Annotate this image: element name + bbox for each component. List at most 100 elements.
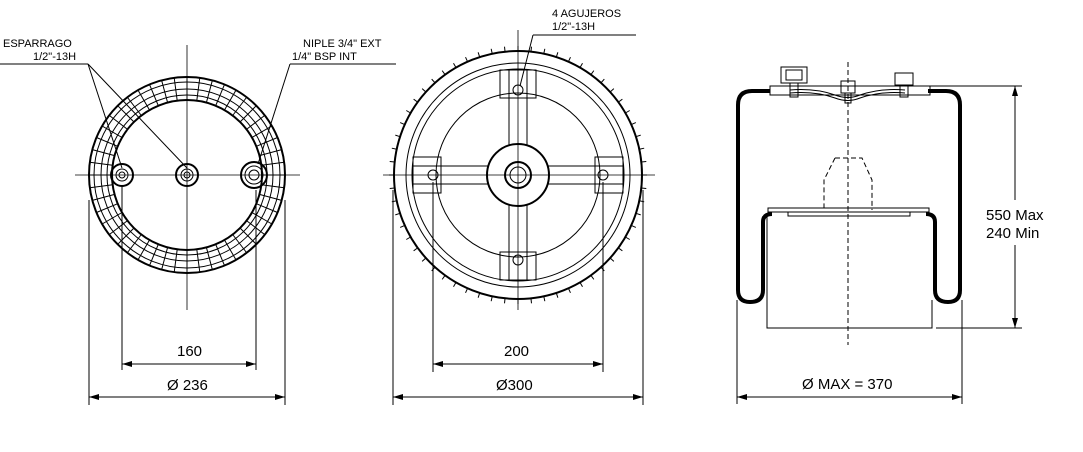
rib (391, 147, 397, 150)
rib (101, 212, 123, 225)
rib (641, 187, 647, 189)
rib (441, 275, 446, 280)
rib (639, 147, 645, 150)
rib (232, 234, 248, 254)
rib (625, 236, 630, 240)
rib (224, 239, 237, 261)
rib (108, 114, 128, 130)
piston-ribs (389, 46, 647, 304)
rib (421, 257, 427, 262)
dim-spacing-160: 160 (177, 343, 202, 360)
rib (389, 161, 395, 163)
side-view: 550 Max 240 Min Ø MAX = 370 (736, 62, 1044, 404)
air-fitting (240, 161, 268, 189)
rib (413, 98, 418, 103)
fitting-spec: 1/4" BSP INT (292, 51, 357, 63)
rib (173, 249, 178, 273)
rib (618, 98, 623, 103)
rib (161, 247, 169, 270)
rib (89, 184, 113, 189)
top-view: ESPARRAGO 1/2"-13H NIPLE 3/4" EXT 1/4" B… (0, 38, 396, 405)
rib (530, 298, 532, 304)
rib (96, 203, 118, 213)
rib (173, 77, 178, 101)
rib (389, 187, 395, 189)
rib (504, 298, 506, 304)
protective-cage-ribs (89, 77, 285, 273)
rib (117, 105, 135, 123)
holes-label: 4 AGUJEROS (552, 8, 621, 20)
rib (92, 149, 115, 157)
dim-diameter-236: Ø 236 (167, 377, 208, 394)
rib (490, 48, 493, 54)
height-min: 240 Min (986, 225, 1039, 242)
rib (256, 203, 278, 213)
height-max: 550 Max (986, 207, 1044, 224)
rib (399, 122, 405, 126)
rib (465, 288, 469, 294)
rib (406, 110, 411, 114)
rib (89, 161, 113, 166)
rib (137, 89, 150, 111)
rib (261, 184, 285, 189)
rib (579, 282, 583, 287)
rib (504, 46, 506, 52)
rib (441, 70, 446, 75)
rib (251, 125, 273, 138)
rib (126, 234, 142, 254)
rib (421, 88, 427, 93)
rib (530, 46, 532, 52)
rib (246, 114, 266, 130)
rib (215, 244, 225, 266)
rib (618, 247, 623, 252)
rib (590, 275, 595, 280)
rib (465, 56, 469, 62)
rib (196, 249, 201, 273)
rib (555, 52, 559, 58)
rib (205, 80, 213, 103)
bottom-view: 4 AGUJEROS 1/2"-13H 200 Ø300 (383, 8, 655, 405)
rib (137, 239, 150, 261)
rib (101, 125, 123, 138)
rib (567, 288, 571, 294)
top-bolts (780, 66, 914, 104)
rib (239, 227, 257, 245)
rib (453, 63, 457, 68)
rib (259, 193, 282, 201)
rib (149, 84, 159, 106)
dim-diameter-max-370: Ø MAX = 370 (802, 376, 892, 393)
holes-spec: 1/2"-13H (552, 21, 595, 33)
rib (490, 296, 493, 302)
rib (579, 63, 583, 68)
stud-left (110, 163, 134, 187)
rib (256, 137, 278, 147)
rib (625, 110, 630, 114)
rib (261, 161, 285, 166)
stud-label: ESPARRAGO (3, 38, 72, 50)
dim-diameter-300: Ø300 (496, 377, 533, 394)
rib (406, 236, 411, 240)
rib (413, 247, 418, 252)
rib (108, 220, 128, 236)
rib (117, 227, 135, 245)
rib (567, 56, 571, 62)
rib (609, 88, 615, 93)
rib (205, 247, 213, 270)
rib (555, 292, 559, 298)
dim-spacing-200: 200 (504, 343, 529, 360)
rib (641, 161, 647, 163)
rib (609, 257, 615, 262)
rib (149, 244, 159, 266)
rib (126, 96, 142, 116)
rib (431, 78, 436, 84)
rib (477, 292, 481, 298)
mounting-holes (427, 84, 609, 266)
rib (453, 282, 457, 287)
rib (477, 52, 481, 58)
rib (399, 224, 405, 228)
rib (600, 78, 605, 84)
rib (251, 212, 273, 225)
rib (224, 89, 237, 111)
rib (631, 122, 637, 126)
